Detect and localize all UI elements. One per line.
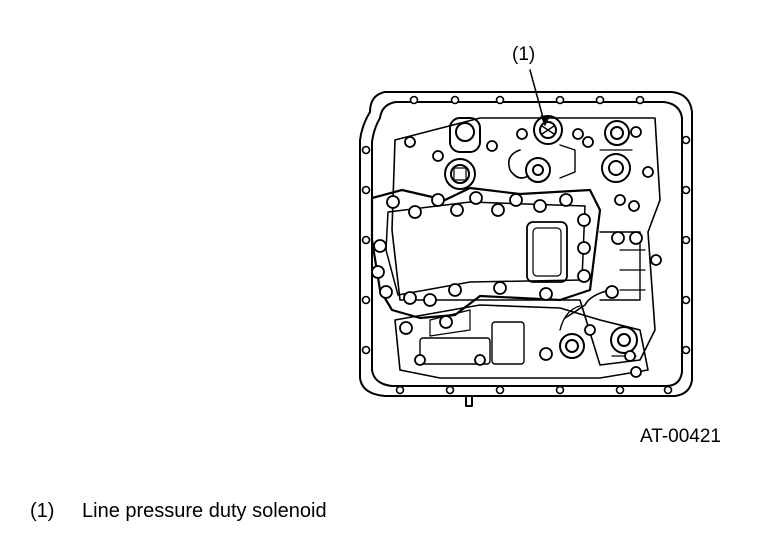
callout-label-1: (1) — [512, 44, 536, 65]
legend-item-text: Line pressure duty solenoid — [82, 500, 327, 522]
upper-valve-block — [391, 117, 661, 366]
line-pressure-duty-solenoid — [507, 115, 576, 183]
solenoid-lower-center — [559, 305, 585, 359]
lower-valve-block — [394, 304, 649, 379]
figure-code: AT-00421 — [640, 426, 721, 447]
legend: (1) Line pressure duty solenoid — [30, 500, 327, 523]
oil-pan-inner-outline — [371, 101, 683, 387]
sump-window — [526, 221, 568, 283]
separator-plate-inner — [385, 201, 586, 296]
harness-wire — [564, 289, 611, 319]
separator-plate — [370, 186, 602, 320]
legend-item: (1) Line pressure duty solenoid — [30, 500, 327, 523]
solenoid-upper-left — [444, 117, 481, 190]
solenoid-upper-right — [599, 120, 633, 183]
plate-bolts — [371, 126, 662, 378]
legend-item-number: (1) — [30, 500, 55, 522]
drain-stub — [465, 395, 473, 407]
pan-bolt-holes — [361, 95, 691, 395]
oil-pan-outline — [359, 91, 693, 397]
